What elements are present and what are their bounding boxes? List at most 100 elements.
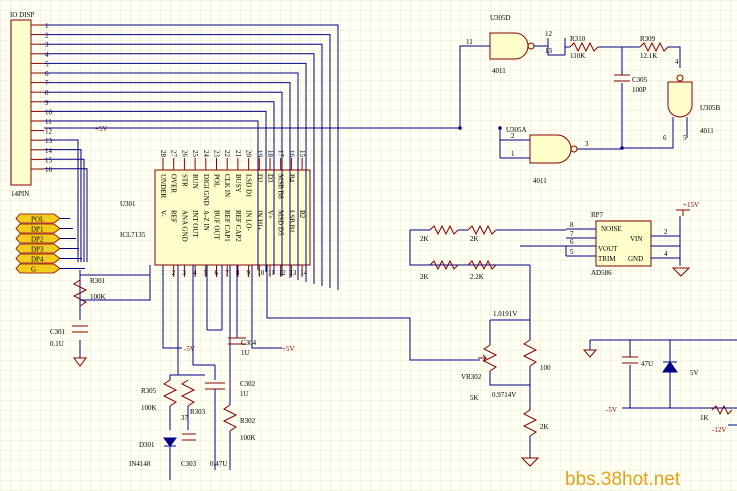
u301-top-label: B4 bbox=[287, 174, 295, 183]
zener-diode bbox=[662, 361, 678, 373]
c305-ref: C305 bbox=[632, 76, 648, 84]
bus-wire bbox=[44, 101, 275, 274]
c301-value: 0.1U bbox=[50, 340, 64, 348]
rp7-pin-7: 7 bbox=[570, 230, 574, 238]
bus-wire bbox=[44, 24, 339, 290]
dp-wire bbox=[44, 139, 79, 262]
u301-top-label: DIGI GND bbox=[202, 174, 210, 206]
u301-pin-28: 28 bbox=[159, 150, 167, 158]
u305d-pin-a: 12 bbox=[545, 30, 553, 38]
u301-pin-23: 23 bbox=[213, 150, 221, 158]
vref-high: 1.0191V bbox=[493, 310, 517, 318]
connector-pin-9: 9 bbox=[45, 99, 49, 107]
rp7-ref: RP7 bbox=[591, 211, 604, 219]
u301-top-label: RUN bbox=[191, 174, 199, 189]
u301-ref: U301 bbox=[120, 200, 136, 208]
rp7-vin: VIN bbox=[630, 235, 642, 243]
vr302-wiper bbox=[478, 354, 488, 362]
connector-pin-2: 2 bbox=[45, 32, 49, 40]
supply-m5b: -5V bbox=[606, 406, 617, 414]
connector-pin-8: 8 bbox=[45, 89, 49, 97]
r309-value: 12.1K bbox=[640, 52, 657, 60]
u305b-pin-b: 5 bbox=[683, 134, 687, 142]
connector-pin-3: 3 bbox=[45, 41, 49, 49]
r305-value: 100K bbox=[141, 404, 157, 412]
right-bottom-circuit: 47U 5V -5V 1K -12V bbox=[582, 339, 737, 434]
data-bus-wires bbox=[44, 24, 460, 290]
c302-ref: C302 bbox=[240, 380, 256, 388]
ad586-reference: RP7 NOISE VIN VOUT TRIM GND AD586 8 7 6 … bbox=[566, 201, 699, 277]
connector-footer: 14PIN bbox=[11, 190, 29, 198]
watermark: bbs.38hot.net bbox=[565, 469, 681, 490]
dp-tag bbox=[15, 233, 61, 244]
c304-value: 1U bbox=[241, 349, 250, 357]
u305d-gate: U305D 4011 12 13 11 R310 110K R309 12.1K… bbox=[459, 14, 681, 148]
connector-pin-16: 16 bbox=[45, 166, 53, 174]
u301-pin-18: 18 bbox=[266, 150, 274, 158]
c047-value: 0.47U bbox=[210, 460, 227, 468]
dp-tag-label: DP4 bbox=[31, 256, 44, 264]
bus-wire bbox=[44, 110, 267, 272]
u301-top-label: D2 bbox=[255, 174, 263, 183]
r310-ref: R310 bbox=[570, 35, 586, 43]
dp-tag-label: G bbox=[31, 266, 36, 274]
u301-bottom-label: IN LO- bbox=[245, 210, 253, 231]
ground-symbol bbox=[73, 357, 87, 367]
rp7-noise: NOISE bbox=[601, 225, 622, 233]
vr302-ref: VR302 bbox=[461, 373, 482, 381]
dp-tag-label: POL bbox=[31, 216, 44, 224]
res-2k-b: 2K bbox=[470, 235, 479, 243]
u301-pin-21: 21 bbox=[234, 150, 242, 158]
supply-m5: -5V bbox=[184, 345, 195, 353]
dp-tag bbox=[15, 253, 61, 264]
dp-wire bbox=[44, 168, 88, 262]
rp7-pin-6: 6 bbox=[570, 238, 574, 246]
u305a-gate: U305A 4011 2 1 3 bbox=[458, 126, 624, 185]
c303-ref: C303 bbox=[181, 460, 197, 468]
bus-wire bbox=[44, 53, 315, 284]
dp-tag bbox=[15, 243, 61, 254]
dp-wire bbox=[44, 158, 85, 262]
supply-p15: +15V bbox=[683, 201, 699, 209]
u301-bottom-label: REF CAP1 bbox=[223, 210, 231, 242]
u305a-pin-b: 1 bbox=[511, 150, 515, 158]
rp7-pin-2: 2 bbox=[664, 228, 668, 236]
rp7-pin-8: 8 bbox=[570, 221, 574, 229]
r301-value: 100K bbox=[90, 293, 106, 301]
dp-tag bbox=[15, 263, 61, 274]
dp-tag-label: DP3 bbox=[31, 246, 44, 254]
cap-47u: 47U bbox=[641, 360, 653, 368]
u305d-pin-b: 13 bbox=[545, 47, 553, 55]
u301-bottom-label: V- bbox=[159, 210, 167, 217]
u301-pin-2: 2 bbox=[172, 269, 176, 277]
connector-pin-7: 7 bbox=[45, 80, 49, 88]
u301-top-label: UNDER bbox=[159, 174, 167, 198]
r302-value: 100K bbox=[240, 434, 256, 442]
u301-bottom-label: ANA GND bbox=[180, 210, 188, 242]
u301-pin-17: 17 bbox=[277, 150, 285, 158]
connector-pin-15: 15 bbox=[45, 156, 53, 164]
u305d-ref: U305D bbox=[490, 14, 511, 22]
left-bottom-circuit: R301 100K C301 0.1U -5V R305 100K R303 3… bbox=[50, 265, 480, 480]
u305d-pin-out: 11 bbox=[466, 38, 473, 46]
vr302-value: 5K bbox=[470, 394, 479, 402]
u305b-ref: U305B bbox=[700, 104, 721, 112]
u305a-pin-a: 2 bbox=[511, 132, 515, 140]
u305a-pin-out: 3 bbox=[585, 140, 589, 148]
rp7-pin-4: 4 bbox=[664, 250, 668, 258]
u301-pin-16: 16 bbox=[287, 150, 295, 158]
c301-ref: C301 bbox=[50, 328, 66, 336]
rp7-vout: VOUT bbox=[598, 245, 618, 253]
dp-tag bbox=[15, 213, 61, 224]
d301-value: IN4148 bbox=[129, 460, 151, 468]
u301-bottom-label: REF bbox=[170, 210, 178, 223]
bus-wire bbox=[44, 91, 283, 276]
dp-tag bbox=[15, 223, 61, 234]
u301-bottom-label: B2 bbox=[298, 210, 306, 219]
u301-pin-7: 7 bbox=[225, 269, 229, 277]
connector-pin-6: 6 bbox=[45, 70, 49, 78]
res-2k-c: 2K bbox=[420, 273, 429, 281]
dp-tag-label: DP2 bbox=[31, 236, 44, 244]
